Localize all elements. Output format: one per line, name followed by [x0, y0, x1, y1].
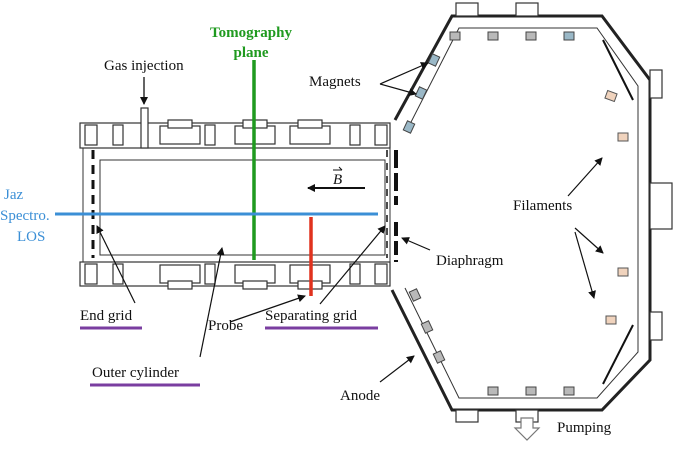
chamber: [390, 2, 673, 423]
tomography-label-line1: Tomography: [210, 25, 292, 41]
outer-cylinder-wall: [82, 147, 391, 263]
annotation-arrows: [96, 62, 604, 383]
cylinder: [79, 107, 398, 290]
pumping-arrow: [513, 417, 541, 441]
filaments-label: Filaments: [513, 198, 572, 214]
filament-holders: [604, 89, 629, 325]
gas-injection-tube: [140, 107, 149, 149]
magnets-label: Magnets: [309, 74, 361, 90]
anode-label: Anode: [340, 388, 380, 404]
b-field-label: B: [333, 172, 342, 188]
port-bottom-1: [455, 409, 479, 423]
jaz-label-line3: LOS: [17, 229, 45, 245]
port-right-1: [649, 69, 663, 99]
pumping-label: Pumping: [557, 420, 612, 436]
anode-wall: [404, 27, 639, 399]
chamber-magnets: [402, 31, 575, 396]
gas-injection-label: Gas injection: [104, 58, 184, 74]
port-right-2: [649, 182, 673, 230]
outer-cylinder-label: Outer cylinder: [92, 365, 179, 381]
diaphragm-label: Diaphragm: [436, 253, 504, 269]
port-right-3: [649, 311, 663, 341]
filament-line-bottom: [602, 324, 634, 385]
port-top-2: [515, 2, 539, 17]
probe-label: Probe: [208, 318, 243, 334]
port-top-1: [455, 2, 479, 17]
tomography-label-line2: plane: [233, 45, 268, 61]
end-grid-label: End grid: [80, 308, 133, 324]
inner-cylinder-wall: [99, 159, 386, 256]
jaz-label-line2: Spectro.: [0, 208, 50, 224]
filament-line-top: [602, 39, 634, 101]
separating-grid-label: Separating grid: [265, 308, 358, 324]
jaz-label-line1: Jaz: [4, 187, 23, 203]
